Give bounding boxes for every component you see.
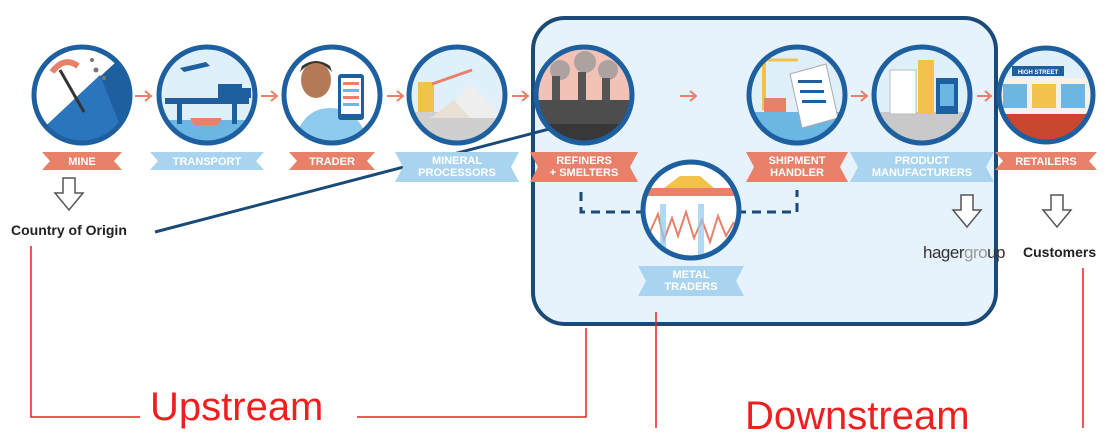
stage-label-mine: MINE (42, 152, 122, 170)
flow-arrow (680, 90, 698, 102)
retailers-icon: HIGH STREET (996, 45, 1096, 145)
dashed-connectors (579, 190, 799, 214)
origin-connector-line (154, 126, 554, 234)
stage-label-text: TRADERS (664, 281, 717, 293)
customers-label: Customers (1023, 244, 1097, 260)
stream-brackets (30, 246, 1084, 428)
stage-label-retailers: RETAILERS (995, 152, 1097, 170)
flow-arrow (512, 90, 530, 102)
stage-label-trader: TRADER (289, 152, 375, 170)
hager-logo-dark: hager (923, 243, 964, 262)
ribbon-shape (395, 152, 519, 182)
down-arrow-icon (1041, 194, 1073, 229)
ribbon-shape (638, 266, 744, 296)
ribbon-shape (850, 152, 994, 182)
ribbon-shape (289, 152, 375, 170)
refiners-smelters-icon (533, 44, 635, 146)
stage-label-text: + SMELTERS (550, 167, 619, 179)
stage-label-text: RETAILERS (1015, 156, 1077, 168)
down-arrow-icon (951, 194, 983, 229)
stage-label-text: PROCESSORS (418, 167, 496, 179)
stage-label-text: METAL (672, 269, 709, 281)
flow-arrow (135, 90, 153, 102)
hagergroup-logo: hagergroup (923, 243, 1005, 263)
stage-label-text: MANUFACTURERS (872, 167, 972, 179)
transport-icon (156, 44, 258, 146)
upstream-bracket-right (357, 328, 587, 418)
flow-arrow (387, 90, 405, 102)
shipment-handler-icon (746, 44, 848, 146)
downstream-label: Downstream (745, 394, 970, 438)
metal-traders-icon (640, 159, 742, 261)
down-arrow-icon (53, 177, 85, 212)
down-arrows (53, 177, 1073, 229)
stage-label-text: SHIPMENT (769, 155, 826, 167)
product-manufacturers-icon (871, 44, 973, 146)
stage-label-text: TRANSPORT (173, 156, 242, 168)
flow-arrow (261, 90, 279, 102)
stage-label-transport: TRANSPORT (150, 152, 264, 170)
stage-label-text: HANDLER (770, 167, 824, 179)
mine-icon (31, 44, 133, 146)
ribbon-shape (150, 152, 264, 170)
stage-label-text: MINE (68, 156, 96, 168)
ribbon-shape (42, 152, 122, 170)
hager-logo-ring: o (978, 243, 988, 262)
stage-label-text: REFINERS (556, 155, 612, 167)
retail-sign-text: HIGH STREET (1018, 70, 1059, 76)
stage-label-text: MINERAL (432, 155, 482, 167)
stage-label-text: TRADER (309, 156, 355, 168)
flow-arrow (977, 90, 993, 102)
hager-logo-dark-end: up (987, 243, 1005, 262)
flow-arrows (135, 90, 993, 102)
upstream-bracket-left (30, 246, 140, 418)
ribbon-shape (746, 152, 848, 182)
upstream-label: Upstream (150, 385, 324, 429)
flow-arrow (851, 90, 869, 102)
ribbon-shape (530, 152, 638, 182)
ribbon-shape (995, 152, 1097, 170)
country-of-origin-label: Country of Origin (11, 222, 127, 238)
mineral-processors-icon (406, 44, 508, 146)
hager-logo-light: gr (963, 243, 979, 262)
trader-icon (281, 44, 383, 146)
stage-label-refiners-smelters: REFINERS+ SMELTERS (530, 152, 638, 182)
stage-label-text: PRODUCT (895, 155, 950, 167)
